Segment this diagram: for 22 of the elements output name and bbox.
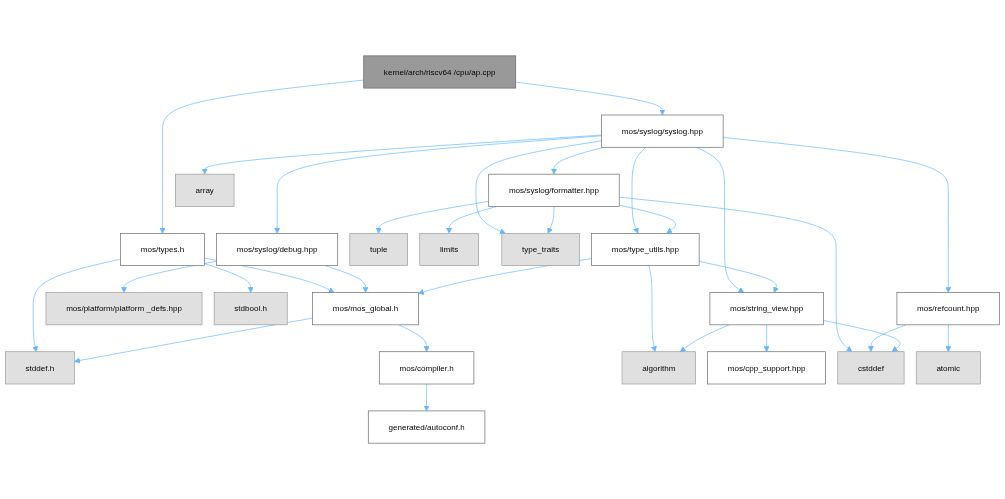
node-box: mos/type_utils.hpp <box>591 233 700 266</box>
node-box: mos/mos_global.h <box>312 292 419 326</box>
node-box: algorithm <box>621 351 696 385</box>
node-box: mos/platform/platform _defs.hpp <box>45 292 203 326</box>
node-box: stddef.h <box>5 351 75 385</box>
node-box: cstddef <box>837 351 905 385</box>
node-box: mos/compiler.h <box>378 351 475 385</box>
node-box: mos/types.h <box>120 233 205 266</box>
node-box: mos/string_view.hpp <box>709 292 824 326</box>
node-box: atomic <box>915 351 981 385</box>
node-box: mos/syslog/syslog.hpp <box>601 114 724 148</box>
node-box: limits <box>419 233 479 266</box>
node-box: generated/autoconf.h <box>367 410 486 444</box>
node-box: mos/syslog/formatter.hpp <box>488 173 620 207</box>
node-box: mos/refcount.hpp <box>896 292 1000 326</box>
node-box: stdbool.h <box>213 292 288 326</box>
node-box: type_traits <box>501 233 580 266</box>
node-box: mos/cpp_support.hpp <box>707 351 826 385</box>
node-box: kernel/arch/riscv64 /cpu/ap.cpp <box>363 55 517 89</box>
node-box: mos/syslog/debug.hpp <box>216 233 339 266</box>
node-box: tuple <box>349 233 408 266</box>
node-box: array <box>175 173 235 207</box>
